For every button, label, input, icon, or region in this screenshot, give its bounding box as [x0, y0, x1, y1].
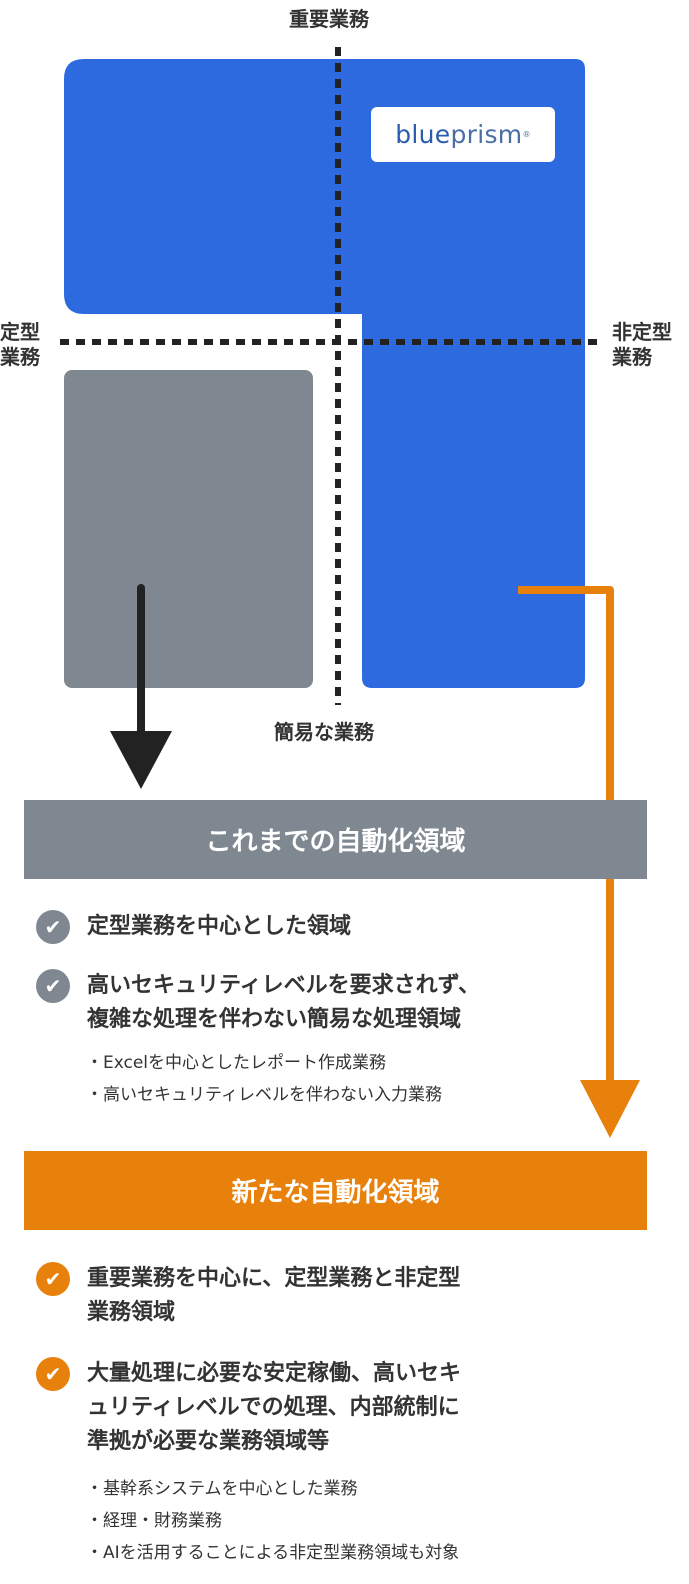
- new-arrow-shaft: [518, 586, 614, 1085]
- traditional-arrow-head: [110, 731, 172, 789]
- new-point-1: 重要業務を中心に、定型業務と非定型 業務領域: [87, 1262, 460, 1330]
- axis-label-left-line2: 業務: [0, 345, 40, 369]
- check-icon: ✔: [36, 1357, 70, 1391]
- new-example-2: ・経理・財務業務: [86, 1511, 222, 1531]
- blueprism-region: [64, 59, 585, 688]
- traditional-point-2: 高いセキュリティレベルを要求されず、 複雑な処理を伴わない簡易な処理領域: [87, 969, 480, 1037]
- new-banner: 新たな自動化領域: [24, 1151, 647, 1230]
- traditional-example-1: ・Excelを中心としたレポート作成業務: [86, 1053, 387, 1073]
- logo-text-prism: prism: [450, 120, 523, 149]
- axis-label-right: 非定型 業務: [612, 320, 672, 370]
- new-point-1-line2: 業務領域: [87, 1300, 176, 1325]
- new-example-1: ・基幹系システムを中心とした業務: [86, 1479, 358, 1499]
- axis-label-left: 定型 業務: [0, 320, 40, 370]
- check-icon: ✔: [36, 969, 70, 1003]
- check-icon: ✔: [36, 910, 70, 944]
- axis-label-right-line1: 非定型: [612, 320, 672, 344]
- new-point-2: 大量処理に必要な安定稼働、高いセキ ュリティレベルでの処理、内部統制に 準拠が必…: [87, 1357, 461, 1459]
- traditional-point-1: 定型業務を中心とした領域: [87, 910, 351, 944]
- axis-label-right-line2: 業務: [612, 345, 652, 369]
- traditional-point-2-line1: 高いセキュリティレベルを要求されず、: [87, 973, 481, 998]
- traditional-region: [64, 370, 313, 688]
- traditional-example-2: ・高いセキュリティレベルを伴わない入力業務: [86, 1085, 442, 1105]
- new-example-3: ・AIを活用することによる非定型業務領域も対象: [86, 1543, 460, 1563]
- new-arrow-head: [580, 1080, 640, 1138]
- traditional-title: これまでの自動化領域: [205, 827, 466, 857]
- new-point-2-line1: 大量処理に必要な安定稼働、高いセキ: [87, 1361, 462, 1386]
- traditional-banner: これまでの自動化領域: [24, 800, 647, 879]
- axis-label-left-line1: 定型: [0, 320, 40, 344]
- check-icon: ✔: [36, 1262, 70, 1296]
- new-point-1-line1: 重要業務を中心に、定型業務と非定型: [87, 1266, 461, 1291]
- traditional-point-1-line1: 定型業務を中心とした領域: [87, 914, 352, 939]
- new-point-2-line3: 準拠が必要な業務領域等: [87, 1429, 330, 1454]
- axis-label-bottom: 簡易な業務: [274, 720, 374, 744]
- logo-text-blue: blue: [395, 120, 451, 149]
- new-point-2-line2: ュリティレベルでの処理、内部統制に: [87, 1395, 460, 1420]
- axis-label-top: 重要業務: [289, 7, 369, 31]
- traditional-point-2-line2: 複雑な処理を伴わない簡易な処理領域: [87, 1007, 462, 1032]
- new-title: 新たな自動化領域: [231, 1178, 440, 1208]
- logo-registered-mark: ®: [522, 130, 531, 139]
